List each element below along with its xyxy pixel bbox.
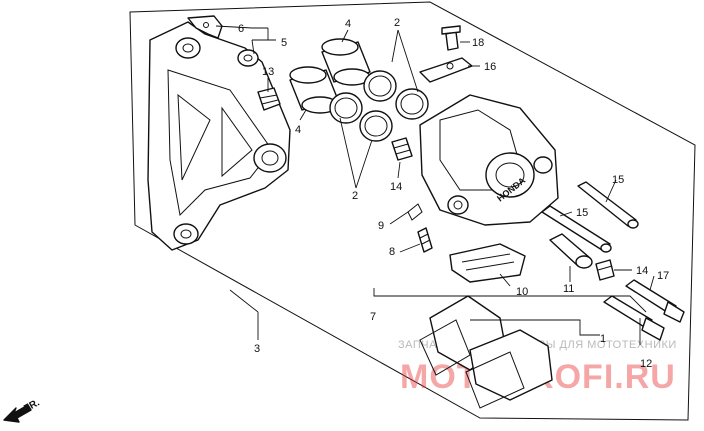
boot-14-upper (391, 137, 413, 161)
callout-8: 8 (389, 246, 395, 258)
callouts: 6 5 13 4 2 18 16 4 14 2 15 15 9 8 14 17 … (238, 17, 669, 370)
caliper-bracket (147, 21, 291, 251)
callout-2a: 2 (394, 17, 400, 29)
callout-14b: 14 (636, 265, 648, 277)
slide-pin-upper (577, 181, 639, 229)
callout-15a: 15 (612, 174, 624, 186)
boot-14-lower (595, 259, 615, 281)
callout-5: 5 (281, 37, 287, 49)
callout-17: 17 (657, 270, 669, 282)
callout-1: 1 (600, 333, 606, 345)
bleeder-cap (419, 57, 473, 83)
brake-pad-rear (465, 329, 553, 409)
assembly-frame (129, 1, 696, 421)
callout-4b: 4 (295, 124, 301, 136)
callout-4a: 4 (345, 18, 351, 30)
sleeve-11 (549, 233, 593, 269)
callout-14a: 14 (390, 181, 402, 193)
callout-10: 10 (516, 286, 528, 298)
slide-pin-lower (541, 205, 612, 253)
bolt-17 (625, 279, 685, 323)
pad-spring (407, 203, 423, 221)
callout-6: 6 (238, 23, 244, 35)
piston-seals (329, 70, 429, 142)
callout-2b: 2 (352, 190, 358, 202)
callout-7: 7 (370, 311, 376, 323)
callout-18: 18 (472, 37, 484, 49)
pad-pin-8 (417, 227, 433, 253)
callout-3: 3 (254, 343, 260, 355)
callout-12: 12 (640, 358, 652, 370)
caliper-body: HONDA (419, 94, 559, 226)
clip-6 (187, 15, 223, 39)
callout-15b: 15 (576, 207, 588, 219)
bleeder-valve (441, 25, 461, 51)
leader-lines (215, 25, 655, 345)
piston-upper (321, 38, 371, 86)
callout-13: 13 (262, 66, 274, 78)
boot-13 (257, 87, 281, 111)
callout-11: 11 (563, 283, 574, 295)
pad-retainer (449, 243, 526, 283)
direction-label: FR. (22, 397, 42, 414)
front-direction-arrow: FR. (3, 397, 42, 423)
callout-9: 9 (378, 220, 384, 232)
callout-16: 16 (484, 61, 496, 73)
